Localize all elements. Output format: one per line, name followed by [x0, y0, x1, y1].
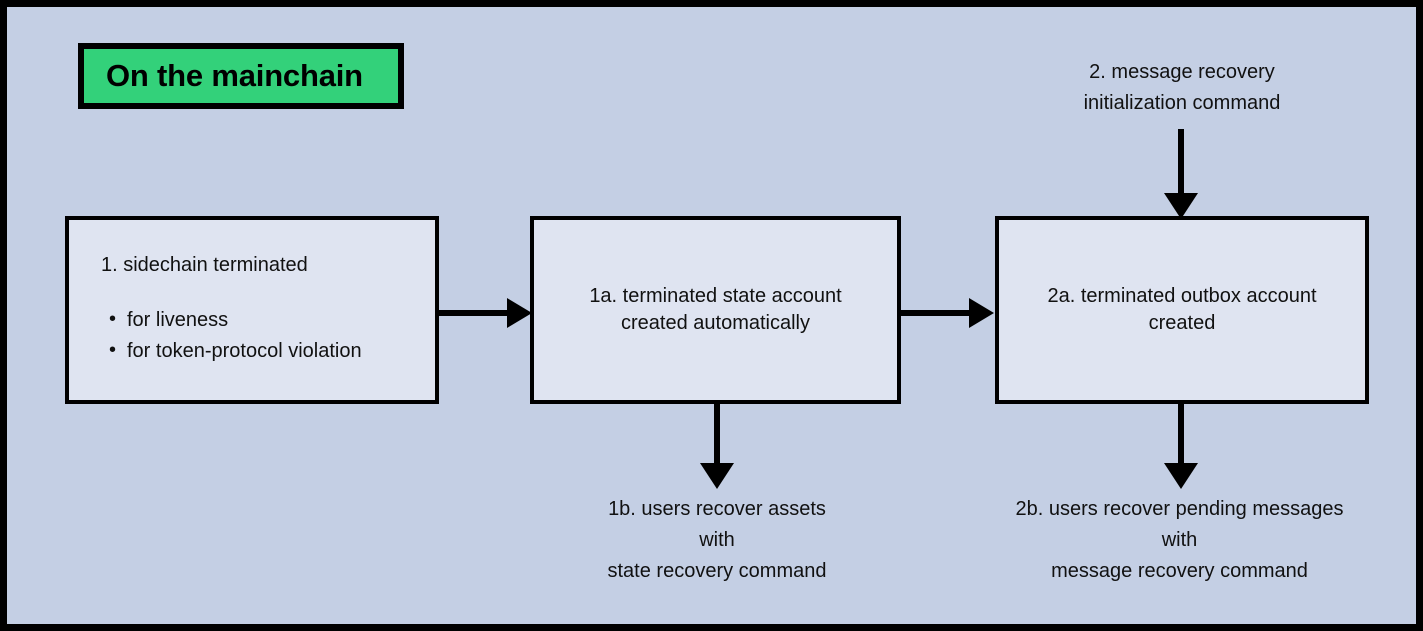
list-item: for liveness	[109, 304, 435, 336]
arrow-box1-to-box1a	[437, 298, 532, 328]
caption-users-recover-messages: 2b. users recover pending messages with …	[1015, 498, 1344, 582]
box-sidechain-terminated: 1. sidechain terminated for liveness for…	[65, 216, 439, 404]
arrow-init-command-to-box2a	[1164, 129, 1198, 219]
arrow-box1a-to-assets-caption	[700, 401, 734, 489]
mainchain-header-label: On the mainchain	[106, 58, 363, 93]
arrow-box1a-to-box2a	[899, 298, 994, 328]
caption-users-recover-assets: 1b. users recover assets with state reco…	[607, 498, 827, 582]
box-terminated-state-account-text: 1a. terminated state account created aut…	[589, 285, 842, 334]
mainchain-header-chip: On the mainchain	[78, 43, 404, 109]
caption-message-recovery-init: 2. message recovery initialization comma…	[1083, 61, 1281, 114]
box-sidechain-terminated-bullets: for liveness for token-protocol violatio…	[69, 304, 435, 367]
box-terminated-state-account: 1a. terminated state account created aut…	[530, 216, 901, 404]
box-sidechain-terminated-lead: 1. sidechain terminated	[101, 253, 308, 276]
arrow-box2a-to-messages-caption	[1164, 401, 1198, 489]
box-terminated-outbox-account-text: 2a. terminated outbox account created	[1047, 285, 1317, 334]
list-item: for token-protocol violation	[109, 335, 435, 367]
box-terminated-outbox-account: 2a. terminated outbox account created	[995, 216, 1369, 404]
box-spacer	[69, 277, 435, 305]
